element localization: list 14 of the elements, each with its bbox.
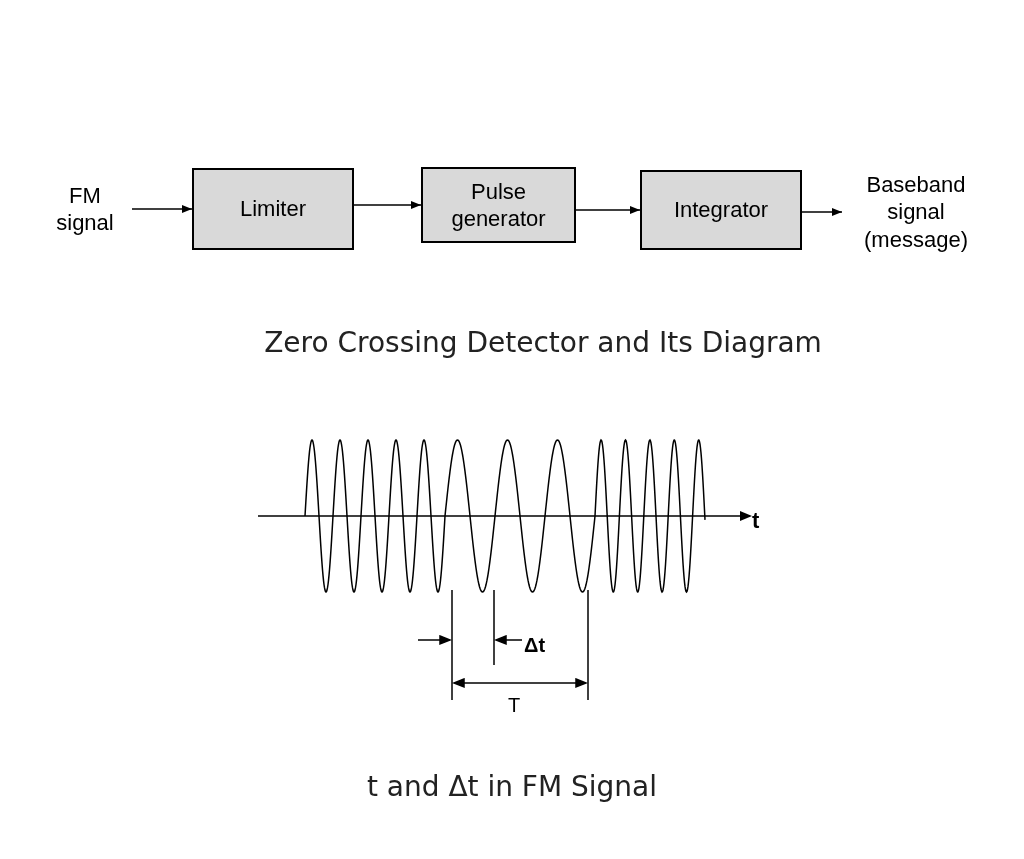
arrow bbox=[575, 206, 641, 214]
axis-label: T bbox=[508, 693, 522, 718]
arrow bbox=[801, 208, 843, 216]
process-box: Limiter bbox=[192, 168, 354, 250]
signal-label: Baseband signal (message) bbox=[846, 162, 986, 262]
process-box: Integrator bbox=[640, 170, 802, 250]
axis-label: t bbox=[752, 507, 761, 535]
process-box: Pulse generator bbox=[421, 167, 576, 243]
caption: t and Δt in FM Signal bbox=[365, 769, 659, 805]
axis-label: Δt bbox=[524, 633, 547, 658]
caption: Zero Crossing Detector and Its Diagram bbox=[263, 325, 823, 361]
arrow bbox=[353, 201, 422, 209]
arrow bbox=[131, 205, 193, 213]
signal-label: FM signal bbox=[40, 176, 130, 242]
